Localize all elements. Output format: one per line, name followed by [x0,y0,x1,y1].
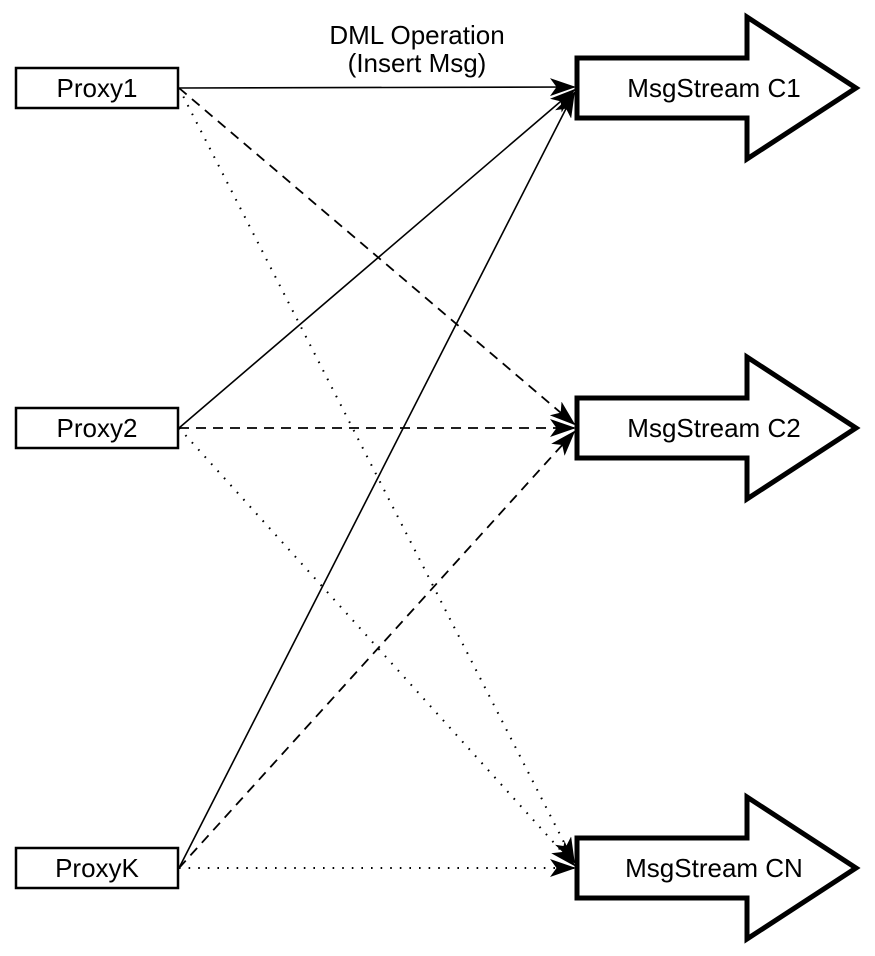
edge-label-dml-operation: DML Operation (Insert Msg) [329,20,504,78]
edge-proxy1-msgstream-c1 [178,78,576,97]
edge-proxyk-msgstream-c2 [178,430,576,869]
edge-proxy2-msgstream-c1 [178,88,576,429]
msgstream-cn-arrow-shape [574,792,861,944]
proxy1-box [14,66,180,110]
edges-dashed [178,87,576,869]
edge-label-line1: DML Operation [329,20,504,50]
msgstream-c1-label: MsgStream C1 [627,73,800,103]
node-msgstream-c1: MsgStream C1 [574,12,861,164]
edge-label-line2: (Insert Msg) [348,48,487,78]
node-proxy2: Proxy2 [14,406,180,450]
edge-proxyk-msgstream-c1 [178,91,575,869]
edge-proxy2-msgstream-cn [178,427,576,867]
edges-solid [178,78,576,869]
proxyk-label: ProxyK [55,853,139,883]
msgstream-cn-label: MsgStream CN [625,853,803,883]
node-msgstream-c2: MsgStream C2 [574,352,861,504]
msgstream-c1-arrow-shape [574,12,861,164]
node-msgstream-cn: MsgStream CN [574,792,861,944]
proxy2-box [14,406,180,450]
edges-dotted [178,87,576,877]
edge-proxy1-msgstream-c2 [178,87,576,426]
node-proxy1: Proxy1 [14,66,180,110]
msgstream-c2-label: MsgStream C2 [627,413,800,443]
proxyk-box [14,846,180,890]
proxy1-label: Proxy1 [57,73,138,103]
proxy2-label: Proxy2 [57,413,138,443]
msgstream-c2-arrow-shape [574,352,861,504]
node-proxyk: ProxyK [14,846,180,890]
edge-proxy1-msgstream-cn [178,87,575,864]
